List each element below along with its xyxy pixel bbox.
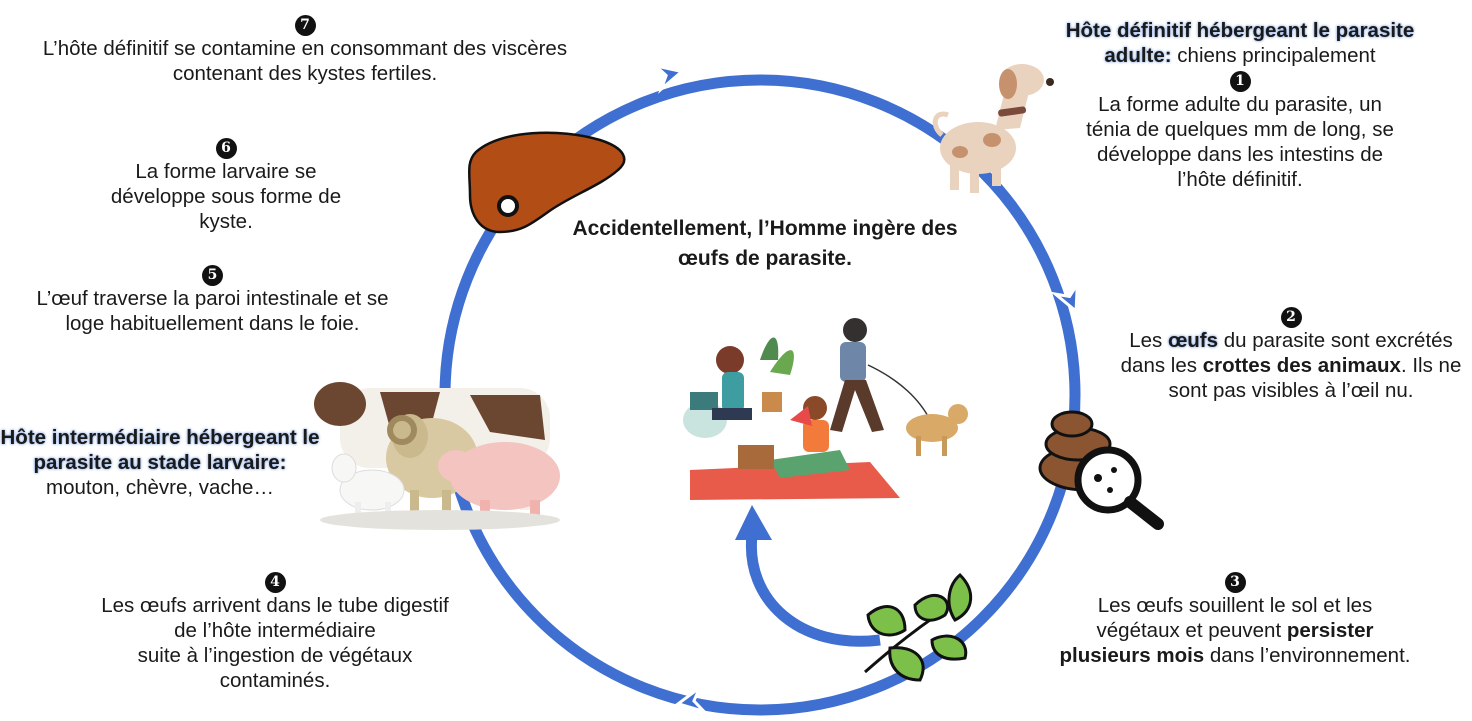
step-3-number: 3 [1225, 572, 1246, 593]
intermediate-host-title: Hôte intermédiaire hébergeant le parasit… [1, 426, 320, 474]
picnic-scene-icon [683, 318, 968, 500]
step-1-text: La forme adulte du parasite, un ténia de… [1060, 92, 1420, 192]
step-6-number: 6 [216, 138, 237, 159]
center-caption-text: Accidentellement, l’Homme ingère des œuf… [572, 217, 957, 270]
ingestion-arrow [735, 505, 880, 641]
step-5-block: 5 L’œuf traverse la paroi intestinale et… [5, 260, 420, 336]
intermediate-host-block: Hôte intermédiaire hébergeant le parasit… [0, 425, 320, 500]
step-6-block: 6 La forme larvaire se développe sous fo… [96, 133, 356, 234]
step-7-number: 7 [295, 15, 316, 36]
step-3-block: 3 Les œufs souillent le sol et les végét… [1040, 567, 1430, 668]
step-5-number: 5 [202, 265, 223, 286]
step-4-line-2: de l’hôte intermédiaire [30, 618, 520, 643]
step-2-eggs: œufs [1168, 329, 1218, 352]
leaves-icon [865, 575, 971, 680]
step-1-block: Hôte définitif hébergeant le parasite ad… [1060, 18, 1420, 192]
step-2-number: 2 [1281, 307, 1302, 328]
step-4-line-3: suite à l’ingestion de végétaux [30, 643, 520, 668]
step-4-number: 4 [265, 572, 286, 593]
step-7-block: 7 L’hôte définitif se contamine en conso… [20, 10, 590, 86]
intermediate-host-examples: mouton, chèvre, vache… [0, 475, 320, 500]
step-5-text: L’œuf traverse la paroi intestinale et s… [5, 286, 420, 336]
step-4-block: 4 Les œufs arrivent dans le tube digesti… [30, 567, 520, 693]
step-6-text: La forme larvaire se développe sous form… [96, 159, 356, 234]
step-2-block: 2 Les œufs du parasite sont excrétés dan… [1110, 302, 1472, 403]
definitive-host-examples: chiens principalement [1172, 44, 1376, 67]
step-3-text-b: dans l’environnement. [1204, 644, 1410, 667]
step-4-line-1: Les œufs arrivent dans le tube digestif [30, 593, 520, 618]
step-7-text: L’hôte définitif se contamine en consomm… [20, 36, 590, 86]
farm-animals-icon [314, 382, 560, 530]
step-2-feces: crottes des animaux [1203, 354, 1401, 377]
step-4-line-4: contaminés. [30, 668, 520, 693]
step-1-number: 1 [1230, 71, 1251, 92]
center-caption: Accidentellement, l’Homme ingère des œuf… [570, 214, 960, 274]
dog-icon [935, 64, 1054, 193]
step-2-text-a: Les [1129, 329, 1168, 352]
